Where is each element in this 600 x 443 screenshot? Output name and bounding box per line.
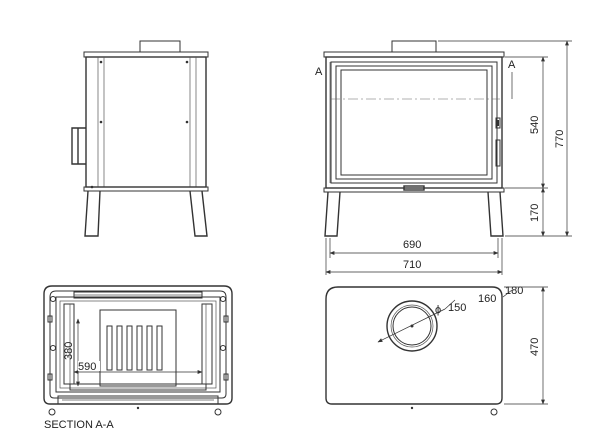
- section-foot-right: [214, 408, 222, 416]
- front-body: [325, 56, 503, 189]
- side-door-handle: [71, 127, 86, 165]
- front-glass: [335, 65, 493, 180]
- front-top-plate: [323, 51, 505, 58]
- plan-outline: [325, 286, 503, 405]
- front-ash-lip: [403, 185, 425, 191]
- front-air-control: [495, 117, 501, 129]
- plan-foot-right: [490, 408, 498, 416]
- front-view: A A 540 770 170 690 710: [315, 40, 572, 275]
- flue-outlet-outer: [386, 300, 438, 352]
- grate-slots: [106, 325, 163, 371]
- front-flue-collar: [391, 40, 437, 53]
- dim-front-width-outer: 710: [403, 259, 421, 271]
- dim-total-height: 770: [554, 130, 566, 148]
- front-door: [330, 61, 498, 184]
- dim-front-width-inner: 690: [403, 239, 421, 251]
- section-outer-shell: [43, 285, 233, 405]
- side-flue-collar: [139, 40, 181, 53]
- dim-leg-height: 170: [529, 204, 541, 222]
- horizontal-dimensions: 690 710: [325, 238, 503, 275]
- front-leg-left: [324, 191, 341, 237]
- plan-view: ϕ 150 160 180 470: [325, 285, 548, 416]
- side-leg-left: [84, 190, 101, 237]
- section-a-a-view: 380 590 SECTION A-A: [43, 285, 233, 431]
- vertical-dimensions: 540 770 170: [438, 40, 572, 237]
- front-leg-right: [487, 191, 504, 237]
- section-foot-left: [48, 408, 56, 416]
- dim-section-width: 590: [78, 361, 96, 373]
- section-back-grate: [99, 309, 177, 387]
- section-caption: SECTION A-A: [44, 419, 114, 431]
- side-leg-right: [189, 190, 208, 237]
- dim-plan-depth: 470: [529, 338, 541, 356]
- flue-diameter-150: 150: [448, 302, 466, 314]
- section-marker-right: A: [508, 59, 516, 71]
- side-view: [71, 40, 209, 237]
- flue-outlet-inner: [392, 306, 432, 346]
- flue-diameter-180: 180: [505, 285, 523, 297]
- side-top-plate: [83, 51, 209, 58]
- flue-diameter-160: 160: [478, 293, 496, 305]
- section-marker-left: A: [315, 66, 323, 78]
- dim-firebox-height: 540: [529, 116, 541, 134]
- dim-section-depth: 380: [63, 342, 75, 360]
- flue-diameter-symbol: ϕ: [435, 304, 441, 316]
